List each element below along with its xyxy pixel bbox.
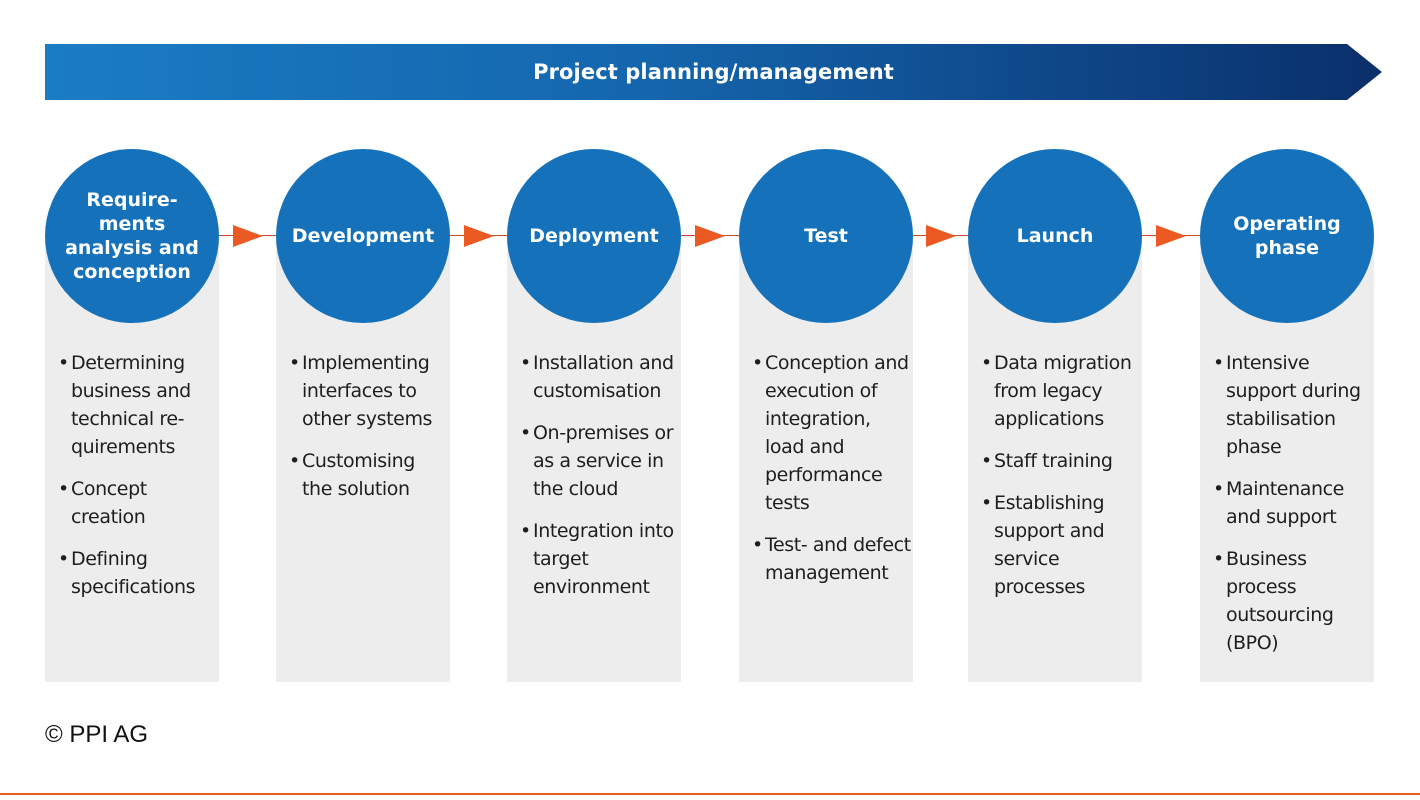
flow-arrow-icon <box>925 225 956 247</box>
phase-bullet: Installation and customisation <box>520 349 679 405</box>
phase-bullet-list: Intensive support during stabilisation p… <box>1213 349 1372 671</box>
phase-bullet: On-premises or as a service in the cloud <box>520 419 679 503</box>
phase-bullet-list: Determining business and technical re-qu… <box>58 349 217 615</box>
phase-bullet: Defining specifications <box>58 545 217 601</box>
phase-title: Require-ments analysis and conception <box>65 189 199 283</box>
phase-bullet: Business process outsourcing (BPO) <box>1213 545 1372 657</box>
copyright-notice: © PPI AG <box>45 721 149 748</box>
phase-bullet-list: Installation and customisationOn-premise… <box>520 349 679 615</box>
phase-bullet: Conception and execution of integration,… <box>752 349 911 517</box>
phase-circle: Deployment <box>507 149 681 323</box>
phase-bullet: Data migration from legacy applications <box>981 349 1140 433</box>
banner-title: Project planning/management <box>533 60 894 84</box>
phase-title: Development <box>291 225 435 247</box>
phase-bullet: Intensive support during stabilisation p… <box>1213 349 1372 461</box>
phase-circle: Require-ments analysis and conception <box>45 149 219 323</box>
flow-arrow-icon <box>1156 225 1186 247</box>
phase-bullet: Establishing support and service process… <box>981 489 1140 601</box>
phase-bullet: Maintenance and support <box>1213 475 1372 531</box>
phase-circle: Development <box>276 149 450 323</box>
phase-bullet: Determining business and technical re-qu… <box>58 349 217 461</box>
flow-arrow-icon <box>463 225 494 247</box>
phase-bullet-list: Implementing interfaces to other systems… <box>289 349 448 517</box>
phase-bullet-list: Conception and execution of integration,… <box>752 349 911 601</box>
phase-circle: Test <box>739 149 913 323</box>
flow-arrow-icon <box>232 225 263 247</box>
phase-bullet: Implementing interfaces to other systems <box>289 349 448 433</box>
phase-bullet: Customising the solution <box>289 447 448 503</box>
phase-title: Test <box>804 225 848 247</box>
flow-arrow-icon <box>695 225 725 247</box>
phase-bullet: Test- and defect management <box>752 531 911 587</box>
phase-circle: Launch <box>968 149 1142 323</box>
phase-circle: Operating phase <box>1200 149 1374 323</box>
phase-title: Operating phase <box>1233 213 1341 259</box>
phase-bullet: Staff training <box>981 447 1140 475</box>
bottom-rule <box>0 793 1420 795</box>
phase-bullet: Concept creation <box>58 475 217 531</box>
project-management-banner: Project planning/management <box>45 44 1382 100</box>
phase-bullet-list: Data migration from legacy applicationsS… <box>981 349 1140 615</box>
phase-bullet: Integration into target environment <box>520 517 679 601</box>
phase-title: Launch <box>1016 225 1094 247</box>
phase-title: Deployment <box>529 225 659 247</box>
